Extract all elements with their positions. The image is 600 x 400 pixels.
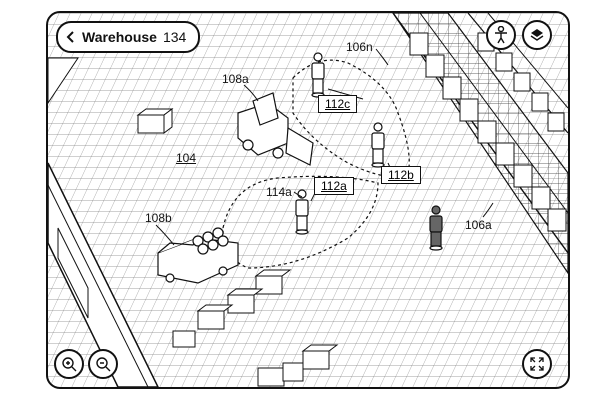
zoom-in-button[interactable] bbox=[54, 349, 84, 379]
person-view-button[interactable] bbox=[486, 20, 516, 50]
left-wall-edge bbox=[48, 184, 149, 387]
zoom-out-icon bbox=[95, 356, 111, 372]
person-icon bbox=[493, 26, 509, 44]
leader-lines bbox=[155, 48, 494, 246]
expand-button[interactable] bbox=[522, 349, 552, 379]
floor-label: 104 bbox=[176, 151, 197, 165]
tag-112c[interactable]: 112c bbox=[318, 95, 358, 113]
zoom-out-button[interactable] bbox=[88, 349, 118, 379]
warehouse-map-screen: 104 108a 108b 106n 106a 114a 112c 112b 1… bbox=[46, 11, 570, 389]
worker-label: 114a bbox=[266, 185, 292, 199]
worker-114a[interactable] bbox=[295, 189, 309, 235]
chevron-left-icon bbox=[66, 31, 76, 43]
left-door bbox=[57, 227, 89, 319]
layers-button[interactable] bbox=[522, 20, 552, 50]
zoom-in-icon bbox=[61, 356, 77, 372]
pallets bbox=[136, 108, 339, 387]
expand-icon bbox=[529, 356, 545, 372]
warehouse-number: 134 bbox=[162, 29, 187, 45]
warehouse-title: Warehouse bbox=[82, 29, 157, 45]
worker-112b[interactable] bbox=[371, 122, 385, 168]
rack-label-top: 106n bbox=[346, 40, 373, 54]
worker-112c[interactable] bbox=[311, 52, 325, 98]
top-left-wall bbox=[48, 57, 79, 104]
forklift-vehicle[interactable] bbox=[237, 92, 314, 166]
truck-vehicle[interactable] bbox=[157, 227, 239, 284]
tag-112b[interactable]: 112b bbox=[381, 166, 421, 184]
warehouse-scene[interactable] bbox=[48, 13, 568, 387]
truck-label: 108b bbox=[145, 211, 172, 225]
zone-outlines bbox=[222, 59, 410, 269]
tag-112a[interactable]: 112a bbox=[314, 177, 354, 195]
worker-106a[interactable] bbox=[429, 205, 443, 251]
forklift-label: 108a bbox=[222, 72, 249, 86]
rack-label-right: 106a bbox=[465, 218, 492, 232]
left-wall bbox=[48, 162, 159, 387]
layers-icon bbox=[529, 27, 545, 43]
back-to-warehouse-button[interactable]: Warehouse 134 bbox=[56, 21, 201, 53]
